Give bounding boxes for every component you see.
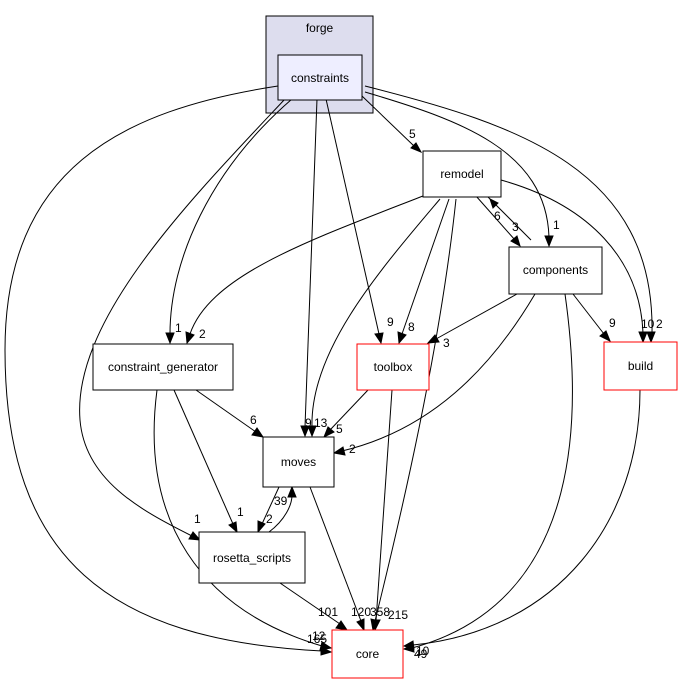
node-rosetta_scripts[interactable]: rosetta_scripts [198, 531, 306, 584]
node-toolbox-label: toolbox [374, 360, 413, 374]
edge-label-remodel-constraint_generator: 2 [199, 327, 206, 341]
node-toolbox-box [356, 343, 430, 391]
node-core-label: core [356, 647, 380, 661]
node-rosetta_scripts-label: rosetta_scripts [213, 551, 291, 565]
edge-label-rosetta_scripts-moves: 39 [274, 494, 288, 508]
node-components[interactable]: components [508, 246, 603, 295]
node-moves-label: moves [281, 455, 316, 469]
edge-constraint_generator-moves[interactable]: 6 [195, 389, 265, 438]
edge-rosetta_scripts-core[interactable]: 101 [279, 582, 349, 631]
edge-label-remodel-moves: 13 [314, 416, 328, 430]
edge-components-remodel[interactable]: 6 [475, 195, 521, 248]
node-toolbox[interactable]: toolbox [356, 343, 430, 391]
edge-label-toolbox-moves: 5 [336, 422, 343, 436]
node-remodel[interactable]: remodel [422, 150, 502, 198]
edge-label-remodel-core: 358 [370, 605, 390, 619]
edge-label-components-build: 9 [609, 316, 616, 330]
edge-moves-core[interactable]: 120 [309, 486, 371, 632]
edge-label-remodel-components: 3 [512, 220, 519, 234]
node-components-box [508, 246, 603, 295]
cluster-forge-label: forge [306, 21, 334, 35]
edge-components-build[interactable]: 9 [572, 293, 616, 343]
node-moves-box [262, 436, 335, 488]
edge-constraints-remodel[interactable]: 5 [361, 95, 423, 153]
edge-remodel-toolbox[interactable]: 8 [397, 198, 450, 345]
edge-label-moves-core: 120 [351, 605, 371, 619]
edge-label-components-remodel: 6 [494, 209, 501, 223]
edge-rosetta_scripts-moves[interactable]: 39 [268, 485, 297, 533]
edge-constraints-build[interactable]: 2 [364, 85, 663, 344]
node-rosetta_scripts-box [198, 531, 306, 584]
node-constraint_generator-box [92, 343, 234, 391]
node-remodel-label: remodel [440, 167, 483, 181]
node-constraint_generator[interactable]: constraint_generator [92, 343, 234, 391]
node-constraint_generator-label: constraint_generator [108, 360, 218, 374]
edge-remodel-components[interactable]: 3 [486, 195, 532, 241]
edge-remodel-core[interactable]: 358 [370, 198, 457, 632]
edge-label-constraint_generator-moves: 6 [250, 413, 257, 427]
edge-constraints-rosetta_scripts[interactable]: 1 [79, 98, 286, 541]
edge-label-constraints-remodel: 5 [409, 127, 416, 141]
node-constraints[interactable]: constraints [277, 54, 363, 101]
edge-label-constraint_generator-core: 12 [312, 629, 326, 643]
edge-remodel-build[interactable]: 10 [500, 179, 655, 344]
node-core[interactable]: core [331, 629, 404, 679]
node-build[interactable]: build [603, 341, 678, 391]
edge-constraint_generator-core[interactable]: 12 [153, 389, 333, 651]
node-moves[interactable]: moves [262, 436, 335, 488]
edge-toolbox-moves[interactable]: 5 [323, 389, 369, 439]
node-build-box [603, 341, 678, 391]
edge-label-constraints-rosetta_scripts: 1 [194, 512, 201, 526]
edge-label-constraint_generator-rosetta_scripts: 1 [237, 505, 244, 519]
edge-label-moves-rosetta_scripts: 2 [266, 512, 273, 526]
edge-label-constraints-moves: 9 [305, 416, 312, 430]
edge-label-constraints-toolbox: 9 [387, 315, 394, 329]
node-constraints-label: constraints [291, 71, 349, 85]
edge-moves-rosetta_scripts[interactable]: 2 [257, 486, 280, 534]
node-components-label: components [523, 263, 588, 277]
edge-toolbox-core[interactable]: 215 [371, 389, 408, 632]
node-constraints-box [277, 54, 363, 101]
edges: 5 1 2 1 9 9 [4, 85, 663, 661]
edge-constraints-toolbox[interactable]: 9 [325, 98, 394, 345]
edge-label-components-core: 49 [414, 647, 428, 661]
edge-constraints-moves[interactable]: 9 [300, 98, 318, 438]
edge-label-constraints-build: 2 [656, 317, 663, 331]
edge-label-build-core: 10 [416, 644, 430, 658]
edge-remodel-constraint_generator[interactable]: 2 [185, 195, 424, 345]
edge-label-remodel-toolbox: 8 [408, 320, 415, 334]
edge-label-toolbox-core: 215 [388, 608, 408, 622]
edge-label-rosetta_scripts-core: 101 [318, 605, 338, 619]
edge-constraints-constraint_generator[interactable]: 1 [165, 98, 293, 345]
node-remodel-box [422, 150, 502, 198]
edge-label-constraints-constraint_generator: 1 [175, 321, 182, 335]
edge-constraints-components[interactable]: 1 [364, 91, 560, 248]
edge-build-core[interactable]: 10 [402, 389, 641, 658]
edge-remodel-moves[interactable]: 13 [307, 198, 441, 438]
edge-label-constraints-components: 1 [553, 218, 560, 232]
node-build-label: build [628, 359, 653, 373]
nodes: constraints remodel components constrain… [92, 54, 678, 679]
node-core-box [331, 629, 404, 679]
edge-label-components-toolbox: 3 [443, 336, 450, 350]
edge-label-remodel-build: 10 [641, 317, 655, 331]
edge-label-components-moves: 2 [349, 442, 356, 456]
edge-components-toolbox[interactable]: 3 [426, 293, 518, 350]
edge-components-moves[interactable]: 2 [332, 293, 536, 456]
edge-constraint_generator-rosetta_scripts[interactable]: 1 [173, 389, 244, 534]
